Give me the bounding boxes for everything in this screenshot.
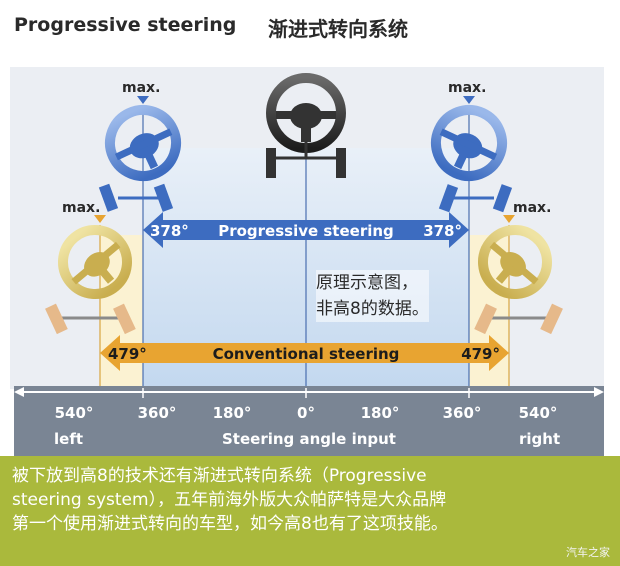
progressive-steering-arrow: 378° Progressive steering 378°: [143, 212, 469, 248]
caption-text: 被下放到高8的技术还有渐进式转向系统（Progressive steering …: [12, 464, 612, 536]
note-line-1: 原理示意图，: [316, 273, 418, 293]
max-label-gold-right: max.: [513, 200, 551, 216]
scale-tick-180-right: 180°: [361, 404, 400, 422]
scale-center-label: Steering angle input: [222, 430, 396, 448]
max-label-gold-left: max.: [62, 200, 100, 216]
note-line-2: 非高8的数据。: [316, 299, 429, 319]
max-label-blue-left: max.: [122, 80, 160, 96]
caption-line-3: 第一个使用渐进式转向的车型，如今高8也有了这项技能。: [12, 514, 448, 534]
max-label-blue-right: max.: [448, 80, 486, 96]
scale-tick-360-left: 360°: [138, 404, 177, 422]
note-box: 原理示意图， 非高8的数据。: [316, 270, 429, 322]
scale-tick-360-right: 360°: [443, 404, 482, 422]
max-marker-blue-right: [463, 96, 475, 104]
scale-tick-540-left: 540°: [55, 404, 94, 422]
caption-banner: 被下放到高8的技术还有渐进式转向系统（Progressive steering …: [0, 456, 620, 566]
scale-tick-0: 0°: [297, 404, 315, 422]
scale-graphic: 540° 360° 180° 0° 180° 360° 540° left St…: [14, 387, 604, 448]
conventional-angle-right: 479°: [461, 345, 500, 363]
progressive-angle-left: 378°: [150, 222, 189, 240]
scale-right-label: right: [519, 430, 560, 448]
steering-wheel-gold-left-icon: [45, 225, 136, 335]
steering-wheel-center-icon: [266, 73, 346, 178]
scale-tick-540-right: 540°: [519, 404, 558, 422]
max-marker-gold-right: [503, 215, 515, 223]
caption-line-2: steering system），五年前海外版大众帕萨特是大众品牌: [12, 490, 447, 510]
max-marker-gold-left: [94, 215, 106, 223]
watermark: 汽车之家: [566, 546, 610, 559]
conventional-angle-left: 479°: [108, 345, 147, 363]
steering-angle-scale: 540° 360° 180° 0° 180° 360° 540° left St…: [14, 386, 604, 456]
title-english: Progressive steering: [14, 14, 237, 36]
progressive-label: Progressive steering: [218, 222, 394, 240]
max-marker-blue-left: [137, 96, 149, 104]
steering-wheel-gold-right-icon: [474, 225, 563, 335]
scale-left-label: left: [54, 430, 83, 448]
caption-line-1: 被下放到高8的技术还有渐进式转向系统（Progressive: [12, 466, 427, 486]
scale-tick-180-left: 180°: [213, 404, 252, 422]
progressive-angle-right: 378°: [423, 222, 462, 240]
title-chinese: 渐进式转向系统: [268, 17, 408, 41]
conventional-label: Conventional steering: [213, 345, 400, 363]
conventional-steering-arrow: 479° Conventional steering 479°: [100, 335, 509, 371]
steering-wheel-blue-left-icon: [98, 105, 181, 212]
steering-wheel-blue-right-icon: [431, 105, 513, 213]
